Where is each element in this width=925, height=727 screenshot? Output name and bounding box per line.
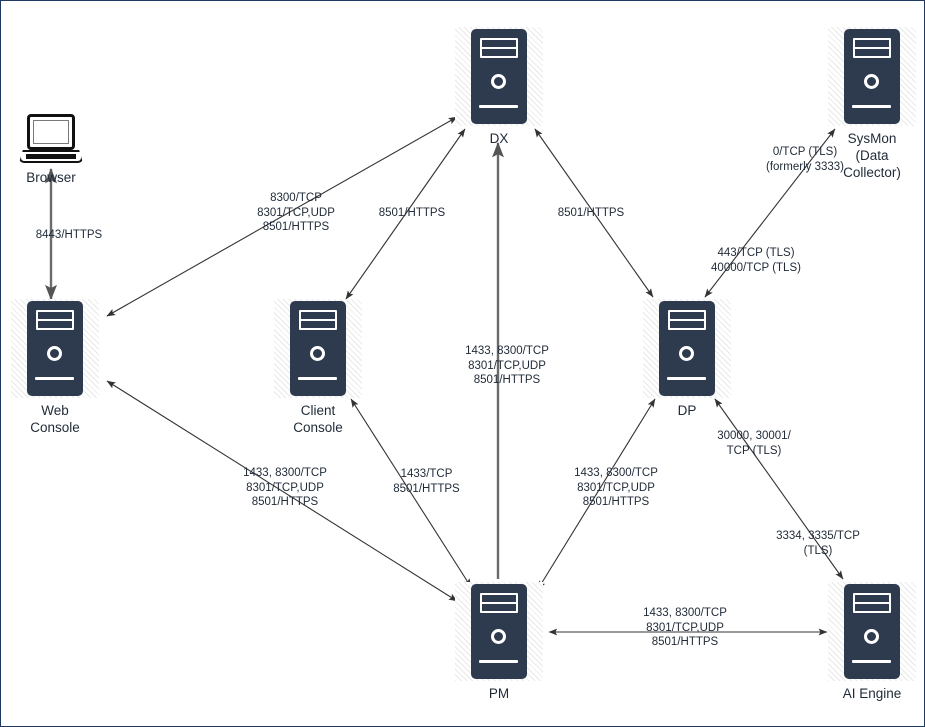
laptop-screen	[33, 120, 69, 144]
server-base-bar-icon	[852, 105, 891, 108]
server-base-bar-icon	[479, 660, 518, 663]
server-drive-bay-icon	[853, 593, 891, 613]
node-client-console[interactable]	[274, 299, 362, 398]
laptop-icon	[19, 114, 83, 163]
node-sysmon[interactable]	[828, 27, 916, 126]
server-icon	[844, 584, 900, 679]
server-base-bar-icon	[667, 377, 706, 380]
server-power-icon	[491, 74, 506, 89]
server-icon	[844, 29, 900, 124]
server-drive-bay-icon	[480, 38, 518, 58]
server-power-icon	[864, 74, 879, 89]
laptop-lid	[27, 114, 75, 150]
node-pm[interactable]	[455, 582, 543, 681]
edge-dx-dp	[534, 128, 654, 298]
server-drive-bay-icon	[853, 38, 891, 58]
server-base-bar-icon	[298, 377, 337, 380]
server-icon	[290, 301, 346, 396]
server-base-bar-icon	[852, 660, 891, 663]
server-power-icon	[679, 346, 694, 361]
server-base-bar-icon	[479, 105, 518, 108]
edge-pm-client-console	[350, 398, 472, 588]
server-power-icon	[310, 346, 325, 361]
server-drive-bay-icon	[299, 310, 337, 330]
edge-pm-web-console	[106, 380, 458, 602]
edge-dp-sysmon	[704, 128, 836, 298]
server-drive-bay-icon	[668, 310, 706, 330]
edge-pm-dp	[537, 398, 656, 590]
edge-client-console-dx	[345, 128, 466, 300]
server-power-icon	[47, 346, 62, 361]
node-browser[interactable]	[19, 114, 83, 163]
server-icon	[659, 301, 715, 396]
server-drive-bay-icon	[36, 310, 74, 330]
server-power-icon	[864, 629, 879, 644]
node-web-console[interactable]	[11, 299, 99, 398]
edge-dp-ai-engine	[714, 398, 844, 580]
server-drive-bay-icon	[480, 593, 518, 613]
server-power-icon	[491, 629, 506, 644]
node-dp[interactable]	[643, 299, 731, 398]
server-base-bar-icon	[35, 377, 74, 380]
server-icon	[471, 29, 527, 124]
server-icon	[471, 584, 527, 679]
node-dx[interactable]	[455, 27, 543, 126]
server-icon	[27, 301, 83, 396]
laptop-keyboard	[26, 154, 76, 159]
edge-web-console-dx	[106, 116, 458, 317]
node-ai-engine[interactable]	[828, 582, 916, 681]
